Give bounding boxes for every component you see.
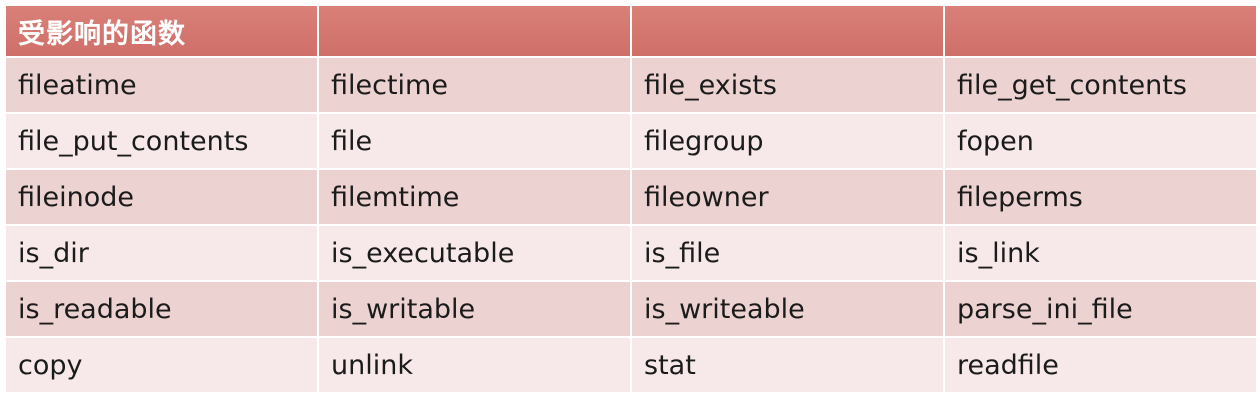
table-row: is_dir is_executable is_file is_link	[4, 224, 1258, 282]
table-cell: is_writeable	[630, 280, 945, 338]
table-row: is_readable is_writable is_writeable par…	[4, 280, 1258, 338]
table-cell: is_executable	[317, 224, 632, 282]
table-header-cell	[317, 4, 632, 58]
table-cell: readfile	[943, 336, 1258, 394]
table-cell: is_file	[630, 224, 945, 282]
table-cell: file	[317, 112, 632, 170]
table-cell: is_readable	[4, 280, 319, 338]
table-cell: filegroup	[630, 112, 945, 170]
table-cell: copy	[4, 336, 319, 394]
table-row: file_put_contents file filegroup fopen	[4, 112, 1258, 170]
table-cell: filectime	[317, 56, 632, 114]
table-header-cell	[943, 4, 1258, 58]
affected-functions-table: 受影响的函数 fileatime filectime file_exists f…	[4, 4, 1258, 394]
table-cell: file_exists	[630, 56, 945, 114]
table-header-cell	[630, 4, 945, 58]
table-cell: fileatime	[4, 56, 319, 114]
table-cell: fileperms	[943, 168, 1258, 226]
table-header-row: 受影响的函数	[4, 4, 1258, 58]
table-cell: is_dir	[4, 224, 319, 282]
table-row: fileatime filectime file_exists file_get…	[4, 56, 1258, 114]
table-cell: is_writable	[317, 280, 632, 338]
table-cell: unlink	[317, 336, 632, 394]
table-cell: fileowner	[630, 168, 945, 226]
table-cell: is_link	[943, 224, 1258, 282]
table-row: copy unlink stat readfile	[4, 336, 1258, 394]
affected-functions-slide: 受影响的函数 fileatime filectime file_exists f…	[4, 4, 1258, 394]
table-cell: filemtime	[317, 168, 632, 226]
table-cell: file_get_contents	[943, 56, 1258, 114]
table-cell: stat	[630, 336, 945, 394]
table-header-cell: 受影响的函数	[4, 4, 319, 58]
table-cell: file_put_contents	[4, 112, 319, 170]
table-cell: parse_ini_file	[943, 280, 1258, 338]
table-cell: fileinode	[4, 168, 319, 226]
table-cell: fopen	[943, 112, 1258, 170]
table-row: fileinode filemtime fileowner fileperms	[4, 168, 1258, 226]
